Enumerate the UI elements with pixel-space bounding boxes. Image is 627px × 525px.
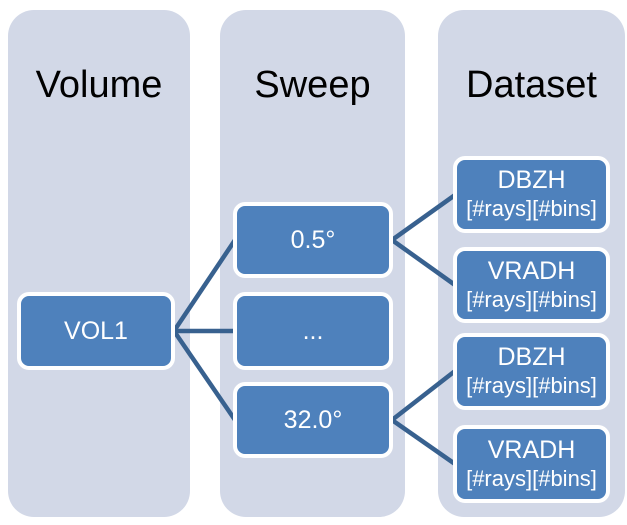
column-title-dataset: Dataset <box>466 64 597 106</box>
node-dataset-dbzh-1-label: DBZH <box>497 166 566 195</box>
node-sweep-32-0deg-label: 32.0° <box>283 405 343 434</box>
node-vol1-label: VOL1 <box>64 316 128 345</box>
column-title-volume: Volume <box>35 64 163 106</box>
node-dataset-dbzh-2-dims: [#rays][#bins] <box>466 373 597 399</box>
node-dataset-dbzh-1: DBZH [#rays][#bins] <box>453 156 610 233</box>
node-dataset-dbzh-2: DBZH [#rays][#bins] <box>453 333 610 410</box>
node-sweep-0-5deg-label: 0.5° <box>290 225 336 254</box>
edge-vol1-sweep1 <box>172 238 237 333</box>
edge-vol1-sweep3 <box>172 329 237 422</box>
node-dataset-dbzh-1-dims: [#rays][#bins] <box>466 196 597 222</box>
column-title-sweep: Sweep <box>254 64 371 106</box>
node-dataset-dbzh-2-label: DBZH <box>497 343 566 372</box>
node-dataset-vradh-1: VRADH [#rays][#bins] <box>453 247 610 323</box>
node-dataset-vradh-1-label: VRADH <box>487 256 576 285</box>
node-dataset-vradh-1-dims: [#rays][#bins] <box>466 286 597 312</box>
node-sweep-ellipsis: ... <box>233 292 393 370</box>
column-panel-volume: Volume <box>8 10 190 517</box>
node-dataset-vradh-2: VRADH [#rays][#bins] <box>453 425 610 503</box>
node-dataset-vradh-2-dims: [#rays][#bins] <box>466 465 597 491</box>
edge-sweep1-data1 <box>390 193 457 242</box>
node-vol1: VOL1 <box>17 292 175 370</box>
node-sweep-ellipsis-label: ... <box>302 316 324 345</box>
edge-sweep3-data3 <box>390 369 457 422</box>
node-sweep-32-0deg: 32.0° <box>233 382 393 458</box>
edge-sweep3-data4 <box>390 418 457 466</box>
edge-sweep1-data2 <box>390 238 457 287</box>
node-sweep-0-5deg: 0.5° <box>233 202 393 278</box>
node-dataset-vradh-2-label: VRADH <box>487 435 576 464</box>
